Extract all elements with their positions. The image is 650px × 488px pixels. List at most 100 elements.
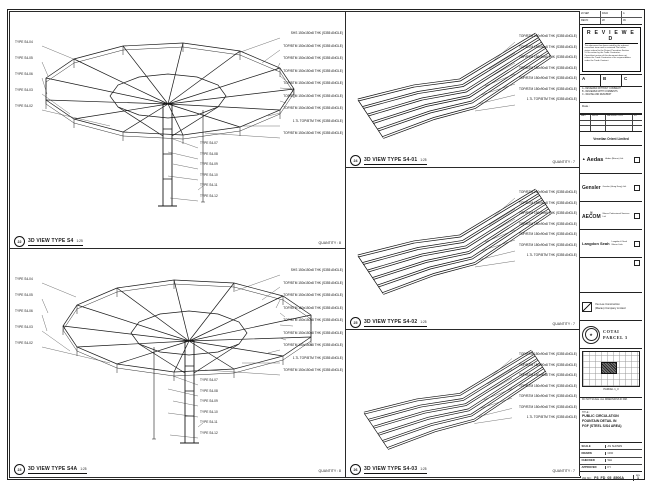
callout-label: TOP/BTM 150x150x8 THK (S355 ANGLE) (283, 81, 343, 85)
callout-label: TOP/BTM 150x90x8 THK (S355 ANGLE) (519, 221, 577, 226)
view-caption: 23 3D VIEW TYPE S4A 1:25 (14, 464, 87, 475)
field-value: AS SHOWN (607, 444, 623, 448)
field-label: SCALE (580, 444, 606, 448)
status-cell-a: A (580, 75, 601, 86)
gensler-logo-text: Gensler (582, 184, 601, 191)
callout-label: TOP/BTM 150x90x8 THK (S355 ANGLE) (519, 211, 577, 215)
doc-cell: 09 (623, 18, 626, 22)
view-caption: 22 3D VIEW TYPE S4 1:25 (14, 236, 83, 247)
consultant-subtext: Gensler (Hong Kong) Ltd. (602, 186, 627, 189)
quantity-label: QUANTITY : 7 (552, 322, 576, 326)
reviewed-title: R E V I E W E D (584, 29, 638, 44)
callout-column-right: SHS 150x150x8 THK (S355 ANGLE) TOP/BTM 1… (283, 268, 343, 382)
field-value: KY (607, 466, 612, 470)
field-value: CKD (607, 451, 614, 455)
callout-label: TOP/BTM 150x90x8 THK (S355 ANGLE) (519, 352, 577, 356)
reviewed-text-line: consultant team and is reviewed. No furt… (584, 47, 626, 50)
callout-label: TOP/BTM 150x90x8 THK (S355 ANGLE) (519, 232, 577, 236)
callout-label: TYPE S4-05 (15, 293, 33, 297)
drawing-info-table: SCALE AS SHOWN DRAWN CKD CHECKED WH APPR… (580, 443, 642, 472)
quantity-label: QUANTITY : 7 (552, 160, 576, 164)
view-caption: 25 3D VIEW TYPE S4-02 1:25 (350, 317, 427, 328)
callout-label: TYPE S4-04 (15, 277, 33, 281)
callout-label: TOP/BTM 150x90x8 THK (S355 ANGLE) (519, 55, 577, 59)
client-name-text: Venetian Orient Limited (593, 136, 629, 141)
seal-text-line: PARCEL 3 (603, 334, 628, 340)
callout-label: TOP/BTM 150x150x8 THK (S355 ANGLE) (283, 280, 343, 285)
contractor-box: Yau Lee Construction (Macau) Company Lim… (580, 293, 642, 321)
status-cell-b: B (601, 75, 622, 86)
callout-label: TOP/BTM 150x90x8 THK (S355 ANGLE) (519, 242, 577, 247)
callout-label: TOP/BTM 150x150x8 THK (S355 ANGLE) (283, 43, 343, 48)
reviewed-text-line: Consultant review of this document does … (584, 54, 627, 57)
callout-label: SHS 150x150x8 THK (S355 ANGLE) (290, 31, 343, 35)
callout-label: TYPE S4-09 (200, 162, 218, 166)
quantity-label: QUANTITY : 8 (318, 241, 342, 245)
callout-column-right: TOP/BTM 150x90x8 THK (S355 ANGLE) TOP/BT… (519, 34, 577, 109)
view-scale: 1:25 (420, 466, 427, 471)
callout-label: TYPE S4-07 (200, 141, 218, 145)
rev-header: BY (634, 115, 638, 117)
view-title: 3D VIEW TYPE S4-03 (364, 465, 418, 472)
title-line: PUBLIC CIRCULATION (582, 414, 619, 418)
callout-label: TOP/BTM 150x150x8 THK (S355 ANGLE) (283, 305, 343, 310)
client-name: Venetian Orient Limited (580, 132, 642, 146)
title-block: 20 SEP RA02 A REC'D 28 09 R E V I E W E … (579, 11, 642, 481)
callout-label: TYPE S4-08 (200, 151, 218, 156)
title-line: FOUNTAIN DETAIL IN (582, 418, 617, 423)
callout-label: TOP/BTM 150x90x8 THK (S355 ANGLE) (519, 404, 577, 409)
aedas-triangle-icon: ▲ (582, 156, 586, 161)
callout-label: TYPE S4-08 (200, 388, 218, 393)
view-scale: 1:25 (420, 157, 427, 162)
quantity-label: QUANTITY : 8 (318, 469, 342, 473)
consultant-subtext: Macau Professional Services Ltd. (602, 213, 630, 218)
view-title: 3D VIEW TYPE S4-02 (364, 318, 418, 325)
view-panel-3d-type-s4: SHS 150x150x8 THK (S355 ANGLE) TOP/BTM 1… (9, 11, 347, 250)
rev-header: DATE (591, 115, 606, 120)
callout-column-bottom: TYPE S4-07 TYPE S4-08 TYPE S4-09 TYPE S4… (200, 141, 218, 205)
status-cell-c: C (624, 75, 628, 81)
seal-text-line: COTAI (603, 329, 620, 335)
doc-cell: A (623, 11, 625, 15)
view-panel-3d-type-s4a: SHS 150x150x8 THK (S355 ANGLE) TOP/BTM 1… (9, 248, 347, 478)
callout-label: TYPE S4-07 (200, 378, 218, 382)
reviewed-text-line: 5.4 for action by the Trade Contractor. (584, 52, 621, 55)
callout-label: TOP/BTM 150x150x8 THK (S355 ANGLE) (283, 93, 343, 98)
view-title: 3D VIEW TYPE S4A (28, 465, 78, 472)
callout-label: TOP/BTM 150x90x8 THK (S355 ANGLE) (519, 190, 577, 194)
aedas-logo-text: Aedas (586, 156, 604, 163)
callout-label: TOP/BTM 150x150x8 THK (S355 ANGLE) (283, 293, 343, 297)
reviewed-text-line: under the Trade Contract. (584, 59, 609, 62)
callout-label: TOP/BTM 150x150x8 THK (S355 ANGLE) (283, 68, 343, 73)
callout-label: 1.7L TOP/BTM THK (S355 ANGLE) (292, 355, 343, 360)
doc-cell: REC'D (580, 18, 601, 24)
detail-bubble: 25 (350, 317, 361, 328)
callout-label: TYPE S4-12 (200, 430, 218, 435)
view-caption: 26 3D VIEW TYPE S4-03 1:25 (350, 464, 427, 475)
doc-cell: 20 SEP (580, 11, 601, 17)
callout-label: TYPE S4-02 (15, 341, 33, 345)
callout-label: TYPE S4-10 (200, 172, 218, 177)
review-status-row: A B C (580, 75, 642, 87)
callout-column-left: TYPE S4-04 TYPE S4-05 TYPE S4-06 TYPE S4… (15, 277, 33, 358)
field-label: CHECKED (580, 459, 606, 463)
reviewed-stamp: R E V I E W E D This document has been n… (580, 25, 642, 75)
callout-label: TYPE S4-06 (15, 72, 33, 76)
callout-label: TYPE S4-05 (15, 56, 33, 60)
callout-label: TOP/BTM 150x150x8 THK (S355 ANGLE) (283, 330, 343, 335)
callout-label: TOP/BTM 150x150x8 THK (S355 ANGLE) (283, 131, 343, 135)
view-caption: 24 3D VIEW TYPE S4-01 1:25 (350, 155, 427, 166)
status-legend: A - REVIEWED WITHOUT COMMENT B - REVIEWE… (580, 87, 642, 103)
reviewed-text-line: relieve the Trade Contractor of its resp… (584, 57, 631, 60)
callout-label: TOP/BTM 150x150x8 THK (S355 ANGLE) (283, 343, 343, 347)
reviewed-text-line: status referral to the Project Procedure… (584, 49, 630, 52)
callout-column-right: SHS 150x150x8 THK (S355 ANGLE) TOP/BTM 1… (283, 31, 343, 145)
field-label: APPROVED (580, 466, 606, 470)
callout-label: TYPE S4-10 (200, 409, 218, 414)
callout-column-right: TOP/BTM 150x90x8 THK (S355 ANGLE) TOP/BT… (519, 352, 577, 427)
callout-label: TOP/BTM 150x90x8 THK (S355 ANGLE) (519, 394, 577, 398)
contractor-logo (582, 301, 592, 312)
title-label: TITLE : (582, 411, 590, 414)
callout-label: TYPE S4-03 (15, 88, 33, 92)
status-legend-line: A - REVIEWED WITHOUT COMMENT (582, 88, 621, 90)
